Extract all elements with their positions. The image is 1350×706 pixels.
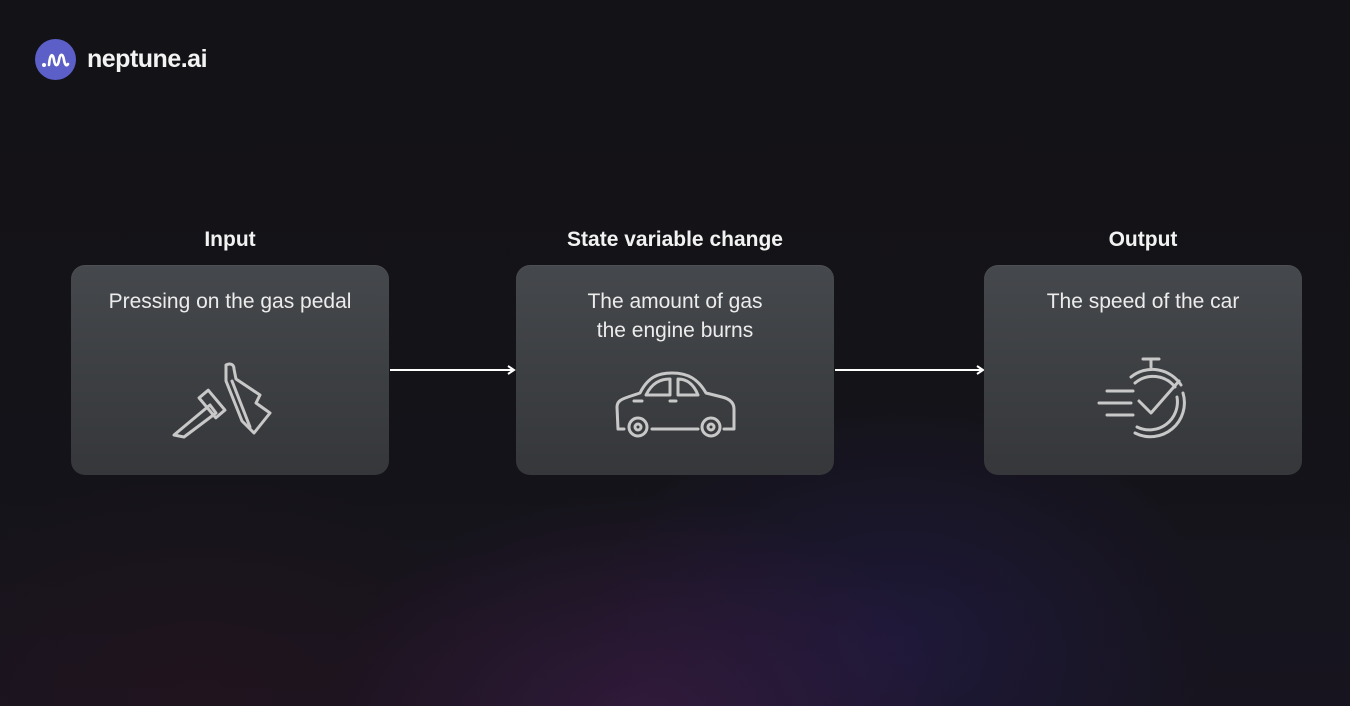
- node-card-output: The speed of the car: [984, 265, 1302, 475]
- node-text: The amount of gas the engine burns: [587, 290, 763, 342]
- stopwatch-speed-icon: [1097, 357, 1189, 443]
- brand-logo: neptune.ai: [35, 39, 208, 80]
- arrow-input-to-state: [390, 365, 516, 375]
- gas-pedal-icon: [170, 361, 290, 445]
- node-card-input: Pressing on the gas pedal: [71, 265, 389, 475]
- node-text: Pressing on the gas pedal: [108, 290, 352, 313]
- node-heading-state: State variable change: [567, 228, 783, 251]
- node-heading-output: Output: [1108, 228, 1178, 251]
- waveform-icon: [35, 39, 76, 80]
- node-text: The speed of the car: [1046, 290, 1240, 313]
- car-icon: [614, 369, 736, 443]
- arrow-state-to-output: [835, 365, 985, 375]
- node-card-state: The amount of gas the engine burns: [516, 265, 834, 475]
- brand-name: neptune.ai: [87, 45, 208, 73]
- node-heading-input: Input: [204, 228, 256, 251]
